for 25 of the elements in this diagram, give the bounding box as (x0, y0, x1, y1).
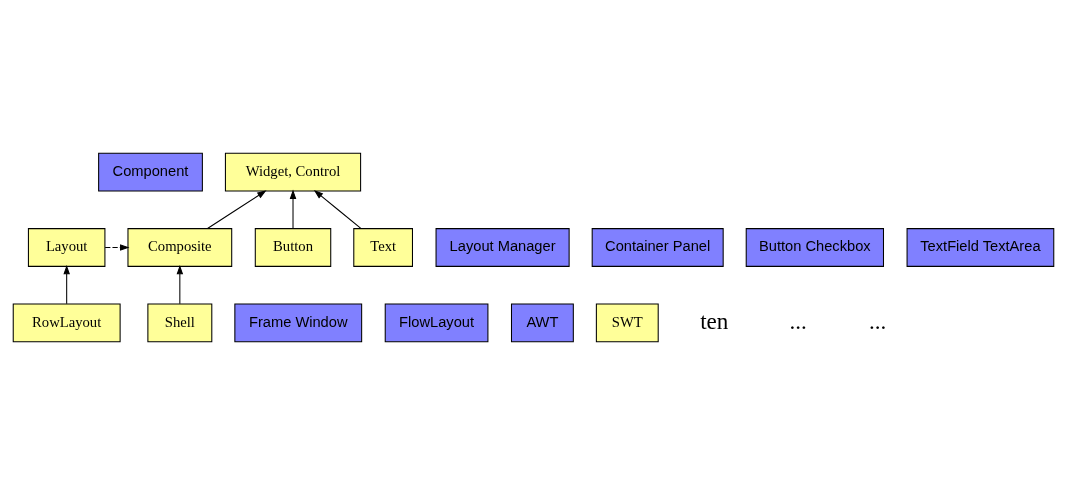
node-box: Component (98, 152, 203, 191)
arrow (207, 189, 267, 229)
node-box: AWT (510, 303, 574, 342)
node-box: Layout (27, 227, 106, 267)
arrow (289, 188, 297, 229)
node-box: TextField TextArea (906, 227, 1055, 267)
node-box: Frame Window (234, 303, 363, 342)
arrow (104, 243, 130, 251)
node-box: RowLayout (12, 303, 121, 342)
node-box: Widget, Control (224, 152, 362, 191)
arrow (176, 264, 184, 304)
node-box: Layout Manager (435, 227, 570, 267)
label: ... (869, 307, 887, 334)
label: ten (700, 307, 729, 334)
node-box: Text (353, 227, 413, 267)
node-box: Container Panel (591, 227, 724, 267)
label: ... (789, 307, 807, 334)
node-box: Button Checkbox (745, 227, 884, 267)
arrow (63, 264, 70, 304)
node-box: Shell (147, 303, 213, 342)
node-box: Composite (127, 227, 233, 267)
node-box: FlowLayout (384, 303, 489, 342)
arrow (313, 189, 362, 229)
node-box: Button (254, 227, 332, 267)
node-box: SWT (595, 303, 659, 342)
